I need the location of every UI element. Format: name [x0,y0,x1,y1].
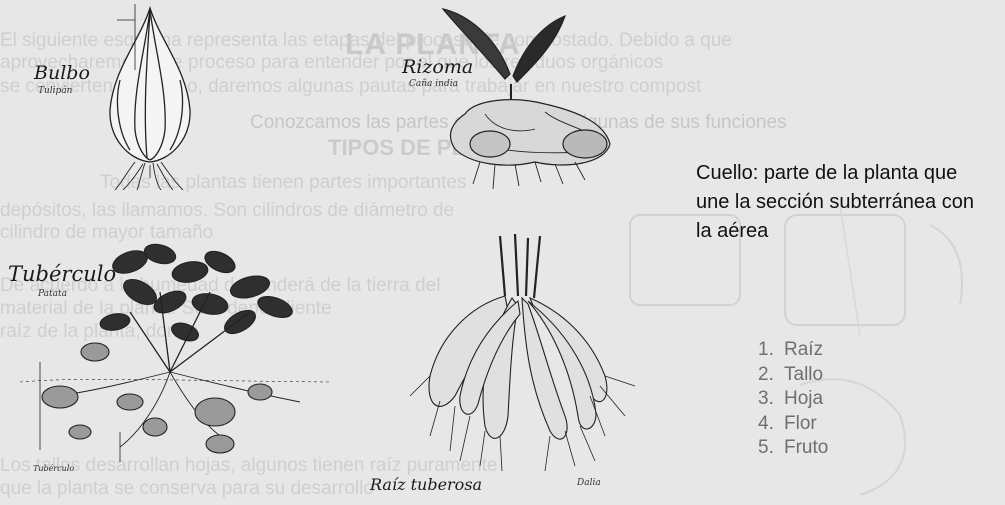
bulbo-label: Bulbo [34,62,90,84]
raiz-tuberosa-illustration [400,226,650,476]
plant-parts-list: 1.Raíz 2.Tallo 3.Hoja 4.Flor 5.Fruto [758,338,828,461]
tuberculo-label: Tubérculo [8,262,116,286]
raiz-tuberosa-sublabel: Dalia [577,478,601,488]
bulbo-sublabel: Tulipán [38,86,72,96]
tuberous-root-icon [410,234,635,471]
rizoma-sublabel: Caña india [409,79,458,89]
background-line: depósitos, las llamamos. Son cilindros d… [0,200,454,222]
list-item: 2.Tallo [758,363,828,388]
list-item: 1.Raíz [758,338,828,363]
cuello-caption: Cuello: parte de la planta que une la se… [696,159,986,246]
list-item: 5.Fruto [758,436,828,461]
rizoma-label: Rizoma [402,56,473,78]
list-item: 4.Flor [758,412,828,437]
background-line: que la planta se conserva para su desarr… [0,478,374,500]
raiz-tuberosa-label: Raíz tuberosa [370,475,482,494]
rizoma-illustration [395,4,650,194]
tuberculo-bottom-label: Tubérculo [33,464,74,473]
rhizome-icon [443,9,610,189]
bulbo-illustration [95,0,205,190]
tuberculo-sublabel: Patata [38,289,67,299]
bulb-icon [110,4,190,190]
list-item: 3.Hoja [758,387,828,412]
